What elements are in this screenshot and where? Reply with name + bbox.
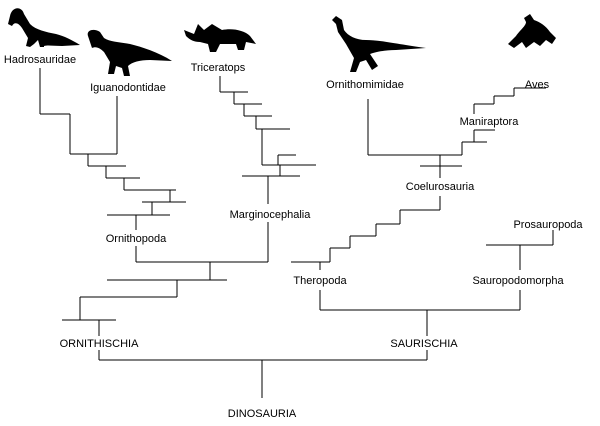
label-ornithischia: ORNITHISCHIA: [60, 338, 140, 350]
label-maniraptora: Maniraptora: [460, 116, 520, 128]
iguanodon-silhouette: [87, 29, 172, 76]
label-prosauropoda: Prosauropoda: [513, 219, 583, 231]
label-aves: Aves: [525, 79, 550, 91]
hadrosaur-silhouette: [8, 8, 80, 48]
ornithomimid-silhouette: [332, 16, 426, 72]
label-coelurosauria: Coelurosauria: [406, 181, 475, 193]
bird-silhouette: [508, 14, 556, 48]
label-triceratops: Triceratops: [191, 62, 246, 74]
label-iguanodontidae: Iguanodontidae: [90, 82, 166, 94]
saurischia-branches: [291, 87, 554, 336]
label-dinosauria: DINOSAURIA: [228, 408, 297, 420]
label-hadrosauridae: Hadrosauridae: [4, 54, 76, 66]
label-ornithopoda: Ornithopoda: [106, 233, 167, 245]
triceratops-silhouette: [184, 24, 256, 52]
root-branches: [98, 350, 428, 398]
ornithischia-branches: [39, 68, 316, 336]
label-theropoda: Theropoda: [293, 275, 347, 287]
label-sauropodomorpha: Sauropodomorpha: [472, 275, 564, 287]
label-saurischia: SAURISCHIA: [390, 338, 458, 350]
label-marginocephalia: Marginocephalia: [230, 209, 312, 221]
label-ornithomimidae: Ornithomimidae: [326, 79, 404, 91]
